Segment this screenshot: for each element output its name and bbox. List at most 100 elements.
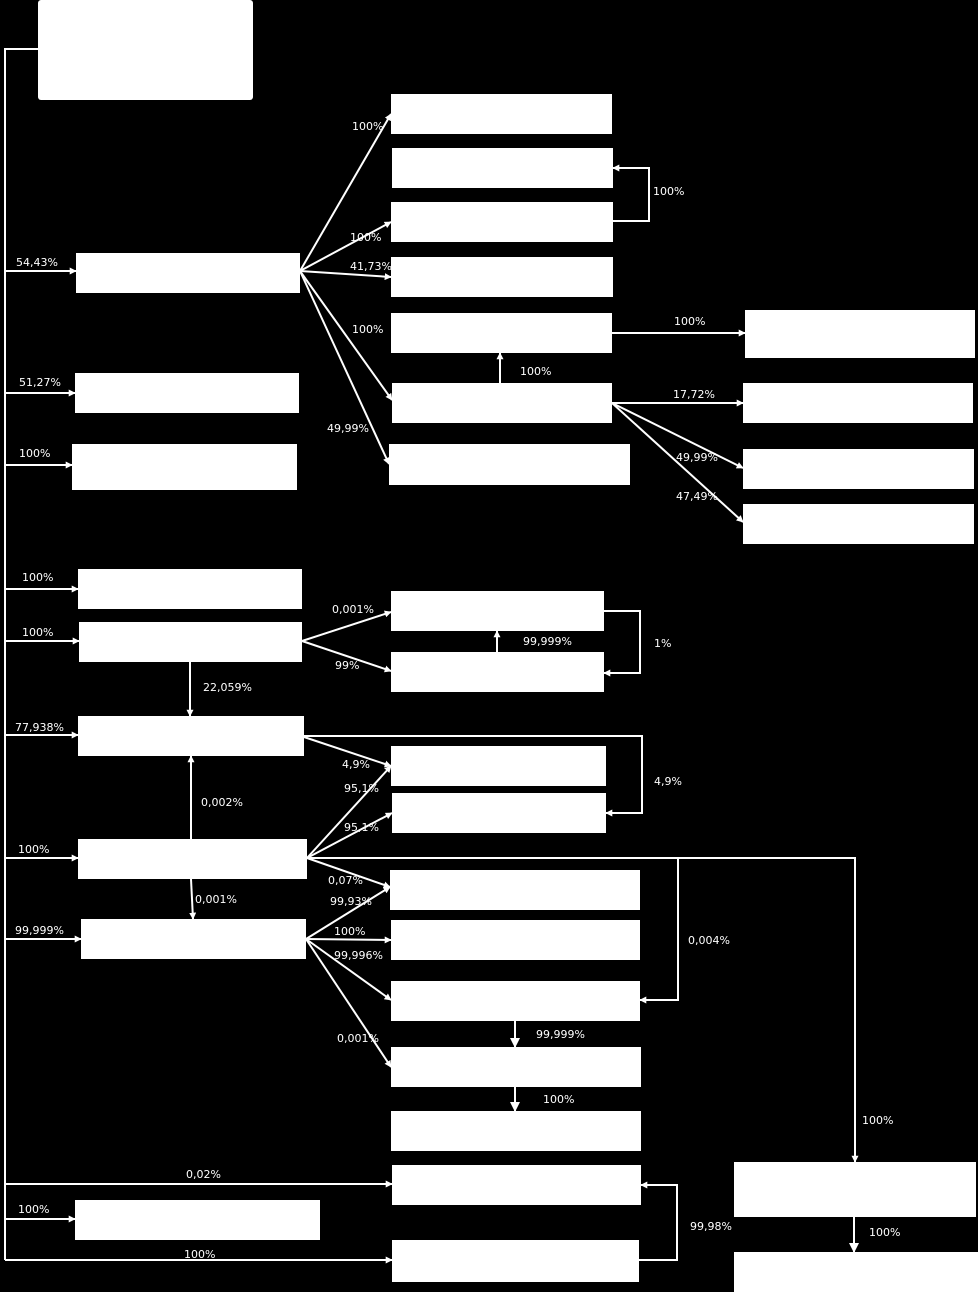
entity-box-e29 — [391, 1111, 641, 1151]
entity-box-e5 — [79, 622, 302, 662]
pct-root-e4: 100% — [22, 571, 53, 584]
arrow-e31-e30 — [639, 1181, 678, 1261]
arrow-e21-e22 — [603, 610, 641, 677]
arrow-e6-e24 — [304, 735, 643, 817]
pct-e5-e22: 99% — [335, 659, 359, 672]
pct-e7-e27: 0,004% — [688, 934, 730, 947]
pct-e8-e28: 0,001% — [337, 1032, 379, 1045]
pct-root-e3: 100% — [19, 447, 50, 460]
arrow-e7-e25 — [306, 857, 391, 889]
pct-root-e7: 100% — [18, 843, 49, 856]
arrow-e8-e26 — [305, 936, 392, 944]
pct-e31-e30: 99,98% — [690, 1220, 732, 1233]
arrow-e1-e10 — [299, 113, 392, 272]
pct-root-e1: 54,43% — [16, 256, 58, 269]
arrow-e7-e24 — [306, 812, 393, 859]
pct-e14-e17: 100% — [674, 315, 705, 328]
pct-e8-e25: 99,93% — [330, 895, 372, 908]
pct-e5-e6: 22,059% — [203, 681, 252, 694]
pct-e1-e13: 41,73% — [350, 260, 392, 273]
entity-box-e23 — [391, 746, 606, 786]
arrow-e8-e28 — [305, 938, 392, 1068]
arrow-e7-e8 — [189, 878, 197, 920]
entity-box-e7 — [78, 839, 307, 879]
entity-box-e20 — [743, 504, 974, 544]
pct-e7-e8: 0,001% — [195, 893, 237, 906]
pct-e32-e33: 100% — [869, 1226, 900, 1239]
pct-e12-e11: 100% — [653, 185, 684, 198]
entity-box-e18 — [743, 383, 973, 423]
entity-box-e2 — [75, 373, 299, 413]
entity-box-e6 — [78, 716, 304, 756]
pct-e1-e12: 100% — [350, 231, 381, 244]
entity-box-e9 — [75, 1200, 320, 1240]
entity-box-e22 — [391, 652, 604, 692]
entity-box-e14 — [391, 313, 612, 353]
pct-e15-e18: 17,72% — [673, 388, 715, 401]
entity-box-e4 — [78, 569, 302, 609]
entity-box-e17 — [745, 310, 975, 358]
entity-box-e10 — [391, 94, 612, 134]
pct-e22-e21: 99,999% — [523, 635, 572, 648]
entity-box-e27 — [391, 981, 640, 1021]
entity-box-e31 — [392, 1240, 639, 1282]
pct-e7-e25: 0,07% — [328, 874, 363, 887]
arrow-e15-e19 — [611, 402, 744, 469]
pct-e7-e32: 100% — [862, 1114, 893, 1127]
pct-e8-e26: 100% — [334, 925, 365, 938]
pct-e27-e28: 99,999% — [536, 1028, 585, 1041]
entity-box-e13 — [391, 257, 613, 297]
arrow-e5-e21 — [301, 610, 392, 642]
pct-e21-e22: 1% — [654, 637, 671, 650]
pct-e8-e27: 99,996% — [334, 949, 383, 962]
pct-e28-e29: 100% — [543, 1093, 574, 1106]
entity-box-e28 — [391, 1047, 641, 1087]
arrow-e8-e25 — [305, 886, 391, 940]
pct-root-e9: 100% — [18, 1203, 49, 1216]
entity-box-e33 — [734, 1252, 978, 1292]
pct-e15-e20: 47,49% — [676, 490, 718, 503]
entity-box-e19 — [743, 449, 974, 489]
pct-root-e5: 100% — [22, 626, 53, 639]
entity-box-e16 — [389, 444, 630, 485]
pct-e7-e6: 0,002% — [201, 796, 243, 809]
pct-e7-e23: 95,1% — [344, 782, 379, 795]
root-entity-box — [38, 0, 253, 100]
entity-box-e3 — [72, 444, 297, 490]
entity-boxes — [38, 0, 978, 1292]
arrow-e7-e32 — [307, 857, 859, 1163]
pct-root-e6: 77,938% — [15, 721, 64, 734]
entity-box-e26 — [391, 920, 640, 960]
arrow-e1-e15 — [299, 270, 393, 401]
arrow-e8-e27 — [305, 938, 392, 1001]
arrow-e1-e16 — [299, 270, 390, 465]
pct-e1-e16: 49,99% — [327, 422, 369, 435]
entity-box-e21 — [391, 591, 604, 631]
pct-root-e30: 0,02% — [186, 1168, 221, 1181]
pct-e15-e19: 49,99% — [676, 451, 718, 464]
percentage-labels: 54,43% 51,27% 100% 100% 100% 77,938% 100… — [15, 120, 900, 1261]
arrow-e5-e22 — [301, 640, 392, 673]
entity-box-e11 — [392, 148, 613, 188]
arrow-e7-e23 — [306, 765, 392, 859]
pct-e6-e23: 4,9% — [342, 758, 370, 771]
pct-root-e8: 99,999% — [15, 924, 64, 937]
pct-e15-e14: 100% — [520, 365, 551, 378]
pct-root-e2: 51,27% — [19, 376, 61, 389]
root-trunk-line — [4, 48, 38, 1260]
pct-e1-e10: 100% — [352, 120, 383, 133]
entity-box-e30 — [392, 1165, 641, 1205]
entity-box-e8 — [81, 919, 306, 959]
entity-box-e15 — [392, 383, 612, 423]
entity-box-e25 — [390, 870, 640, 910]
entity-box-e12 — [391, 202, 613, 242]
arrow-e1-e12 — [299, 221, 392, 272]
pct-root-e31: 100% — [184, 1248, 215, 1261]
entity-box-e32 — [734, 1162, 976, 1217]
connectors — [4, 48, 859, 1264]
entity-box-e1 — [76, 253, 300, 293]
pct-e7-e24: 95,1% — [344, 821, 379, 834]
pct-e1-e15: 100% — [352, 323, 383, 336]
pct-e6-e24: 4,9% — [654, 775, 682, 788]
arrow-e15-e20 — [611, 402, 744, 523]
